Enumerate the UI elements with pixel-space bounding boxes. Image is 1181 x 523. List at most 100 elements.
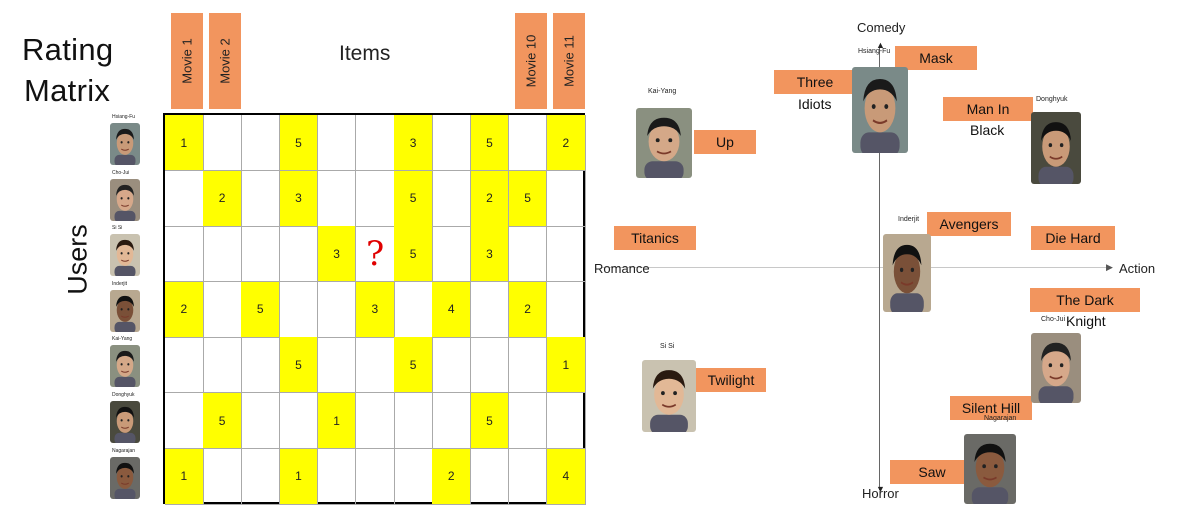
person-photo	[1031, 112, 1081, 184]
movie-header-label: Movie 2	[217, 38, 233, 84]
matrix-cell	[279, 281, 319, 338]
matrix-cell	[547, 226, 586, 283]
movie-label-continuation: Knight	[1066, 313, 1106, 329]
matrix-cell: 1	[279, 448, 319, 505]
person-name: Cho-Jui	[1041, 316, 1066, 323]
matrix-cell	[470, 281, 510, 338]
matrix-cell	[203, 281, 242, 338]
matrix-cell	[241, 226, 281, 283]
user-avatar	[110, 345, 140, 388]
unknown-rating-mark: ?	[366, 234, 385, 275]
matrix-cell: 5	[279, 337, 319, 394]
matrix-cell: 1	[165, 115, 204, 172]
rating-value: 3	[333, 246, 340, 261]
user-avatar	[110, 234, 140, 277]
person-photo	[883, 234, 931, 312]
matrix-cell	[241, 337, 281, 394]
matrix-cell	[394, 448, 433, 505]
movie-label-box: Saw	[890, 460, 974, 484]
matrix-cell	[547, 281, 586, 338]
rating-value: 2	[218, 191, 226, 206]
movie-header-tab: Movie 11	[553, 13, 585, 109]
arrow-down-icon: ▼	[876, 484, 885, 494]
movie-label-box: The Dark	[1030, 288, 1140, 312]
rating-value: 2	[447, 469, 455, 484]
matrix-cell	[165, 226, 204, 283]
matrix-cell	[279, 393, 319, 450]
rating-value: 1	[180, 469, 188, 484]
movie-label-continuation: Black	[970, 122, 1005, 138]
matrix-cell	[432, 337, 472, 394]
rating-value: 5	[409, 191, 417, 206]
axis-label-horror: Horror	[862, 486, 899, 501]
matrix-cell: 1	[165, 448, 204, 505]
matrix-cell	[203, 226, 242, 283]
matrix-cell	[470, 337, 510, 394]
movie-header-label: Movie 1	[179, 38, 195, 84]
person-photo	[636, 108, 692, 178]
vertical-axis	[879, 47, 880, 490]
person-name: Nagarajan	[984, 415, 1017, 422]
matrix-cell: 1	[317, 393, 357, 450]
person-name: Hsiang-Fu	[858, 48, 891, 55]
rating-value: 5	[486, 413, 493, 428]
movie-label-box: Mask	[895, 46, 977, 70]
movie-label-box: Die Hard	[1031, 226, 1115, 250]
user-avatar	[110, 178, 140, 221]
axis-label-romance: Romance	[594, 261, 650, 276]
matrix-cell	[432, 170, 472, 227]
user-avatar	[110, 289, 140, 332]
matrix-cell	[432, 226, 472, 283]
rating-value: 5	[256, 302, 264, 317]
rating-value: 2	[180, 302, 188, 317]
rating-value: 2	[562, 135, 570, 150]
matrix-cell: 2	[203, 170, 242, 227]
matrix-cell: 3	[356, 281, 395, 338]
movie-label-box: Twilight	[696, 368, 766, 392]
matrix-cell: 3	[470, 226, 510, 283]
matrix-cell	[432, 393, 472, 450]
matrix-cell: 1	[547, 337, 586, 394]
matrix-cell: 5	[394, 226, 433, 283]
rating-value: 5	[295, 135, 302, 150]
rating-value: 2	[486, 191, 493, 206]
matrix-cell	[470, 448, 510, 505]
matrix-cell	[356, 115, 395, 172]
matrix-cell: 5	[470, 393, 510, 450]
movie-label-box: Silent Hill	[950, 396, 1032, 420]
rating-value: 4	[562, 469, 570, 484]
matrix-cell	[317, 337, 357, 394]
rating-value: 5	[218, 413, 226, 428]
movie-label-box: Man In	[943, 97, 1033, 121]
person-name: Kai-Yang	[648, 88, 677, 95]
matrix-cell	[508, 226, 548, 283]
user-avatar	[110, 123, 140, 165]
matrix-cell	[165, 393, 204, 450]
axis-label-action: Action	[1119, 261, 1156, 276]
matrix-cell: 4	[432, 281, 472, 338]
matrix-cell	[508, 337, 548, 394]
movie-label-continuation: Idiots	[798, 96, 832, 112]
person-photo	[964, 434, 1016, 504]
matrix-cell: 2	[432, 448, 472, 505]
matrix-cell	[165, 337, 204, 394]
users-label: Users	[62, 224, 93, 295]
matrix-cell: 3	[279, 170, 319, 227]
rating-value: 3	[295, 191, 302, 206]
matrix-cell	[165, 170, 204, 227]
rating-value: 2	[524, 302, 531, 317]
matrix-cell	[203, 448, 242, 505]
user-avatar	[110, 456, 140, 499]
matrix-cell	[432, 115, 472, 172]
matrix-cell: 3	[394, 115, 433, 172]
rating-value: 3	[371, 302, 379, 317]
matrix-cell	[508, 115, 548, 172]
rating-value: 1	[180, 135, 188, 150]
rating-value: 5	[409, 246, 417, 261]
matrix-cell: 2	[165, 281, 204, 338]
items-label: Items	[339, 42, 391, 65]
matrix-cell	[547, 170, 586, 227]
matrix-cell	[394, 281, 433, 338]
matrix-cell	[317, 115, 357, 172]
